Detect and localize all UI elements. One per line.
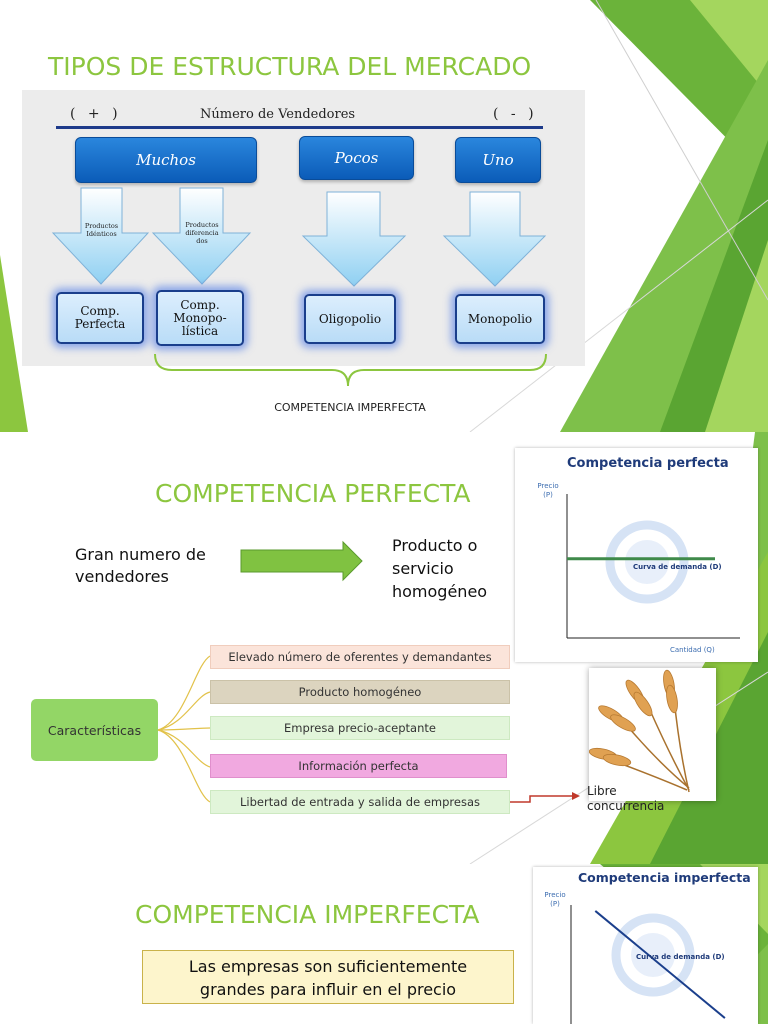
scale-line <box>56 126 543 129</box>
chart-imperfect-plot <box>570 905 726 1024</box>
chart-imperfect-demand-line <box>594 910 726 1019</box>
characteristic-5: Libertad de entrada y salida de empresas <box>210 790 510 814</box>
brace-imperfect <box>154 353 547 387</box>
down-arrow-1 <box>51 187 150 285</box>
mindmap-connectors <box>157 655 580 803</box>
chart-perfect-ylabel: Precio (P) <box>537 482 559 499</box>
chart-perfect-series-label: Curva de demanda (D) <box>633 563 722 571</box>
brace-label: COMPETENCIA IMPERFECTA <box>274 401 426 414</box>
right-arrow <box>240 540 363 582</box>
market-box-perfect: Comp. Perfecta <box>56 292 144 344</box>
slide1-title: TIPOS DE ESTRUCTURA DEL MERCADO <box>48 52 532 81</box>
down-arrow-4 <box>442 191 547 287</box>
characteristic-3: Empresa precio-aceptante <box>210 716 510 740</box>
chart-imperfect-series-label: Curva de demanda (D) <box>636 953 725 961</box>
chart-imperfect-ylabel: Precio (P) <box>544 891 566 908</box>
down-arrows <box>51 187 547 287</box>
arrow-text-differentiated: Productos diferencia dos <box>185 221 219 245</box>
connector-free-entry <box>510 795 572 803</box>
chart-perfect: Competencia perfecta Precio (P) Cantidad… <box>515 448 758 662</box>
chart-perfect-xlabel: Cantidad (Q) <box>670 646 715 654</box>
seller-box-few: Pocos <box>299 136 414 180</box>
characteristic-4: Información perfecta <box>210 754 507 778</box>
slide2-title: COMPETENCIA PERFECTA <box>155 479 471 508</box>
down-arrow-2 <box>151 187 252 285</box>
free-entry-label: Libre concurrencia <box>587 784 665 813</box>
slide3-title: COMPETENCIA IMPERFECTA <box>135 900 480 929</box>
scale-minus: ( - ) <box>493 106 538 122</box>
right-text: Producto o servicio homogéneo <box>392 536 488 601</box>
scale-plus: ( + ) <box>70 106 122 122</box>
chart-imperfect: Competencia imperfecta Precio (P) Curva … <box>533 867 758 1024</box>
chart-imperfect-title: Competencia imperfecta <box>578 870 751 885</box>
wheat-image <box>588 668 716 801</box>
characteristics-node: Características <box>31 699 158 761</box>
market-box-monopolistic: Comp. Monopo- lística <box>156 290 244 346</box>
slide-imperfect-competition: COMPETENCIA IMPERFECTA Competencia imper… <box>0 864 768 1024</box>
slide-perfect-competition: COMPETENCIA PERFECTA Gran numero de vend… <box>0 432 768 864</box>
seller-box-many: Muchos <box>75 137 257 183</box>
wheat-icon <box>588 669 690 793</box>
chart-perfect-title: Competencia perfecta <box>567 456 729 471</box>
seller-box-one: Uno <box>455 137 541 183</box>
market-box-monopoly: Monopolio <box>455 294 545 344</box>
slide-market-structure: TIPOS DE ESTRUCTURA DEL MERCADO ( + ) Nú… <box>0 0 768 432</box>
slide3-textbox: Las empresas son suficientemente grandes… <box>142 950 514 1004</box>
chart-perfect-plot <box>566 494 740 639</box>
market-box-oligopoly: Oligopolio <box>304 294 396 344</box>
left-text: Gran numero de vendedores <box>75 545 206 586</box>
decorative-triangles <box>0 0 768 432</box>
down-arrow-3 <box>301 191 407 287</box>
scale-label: Número de Vendedores <box>200 107 356 122</box>
characteristic-2: Producto homogéneo <box>210 680 510 704</box>
characteristic-1: Elevado número de oferentes y demandante… <box>210 645 510 669</box>
arrow-text-identical: Productos Idénticos <box>84 222 119 238</box>
